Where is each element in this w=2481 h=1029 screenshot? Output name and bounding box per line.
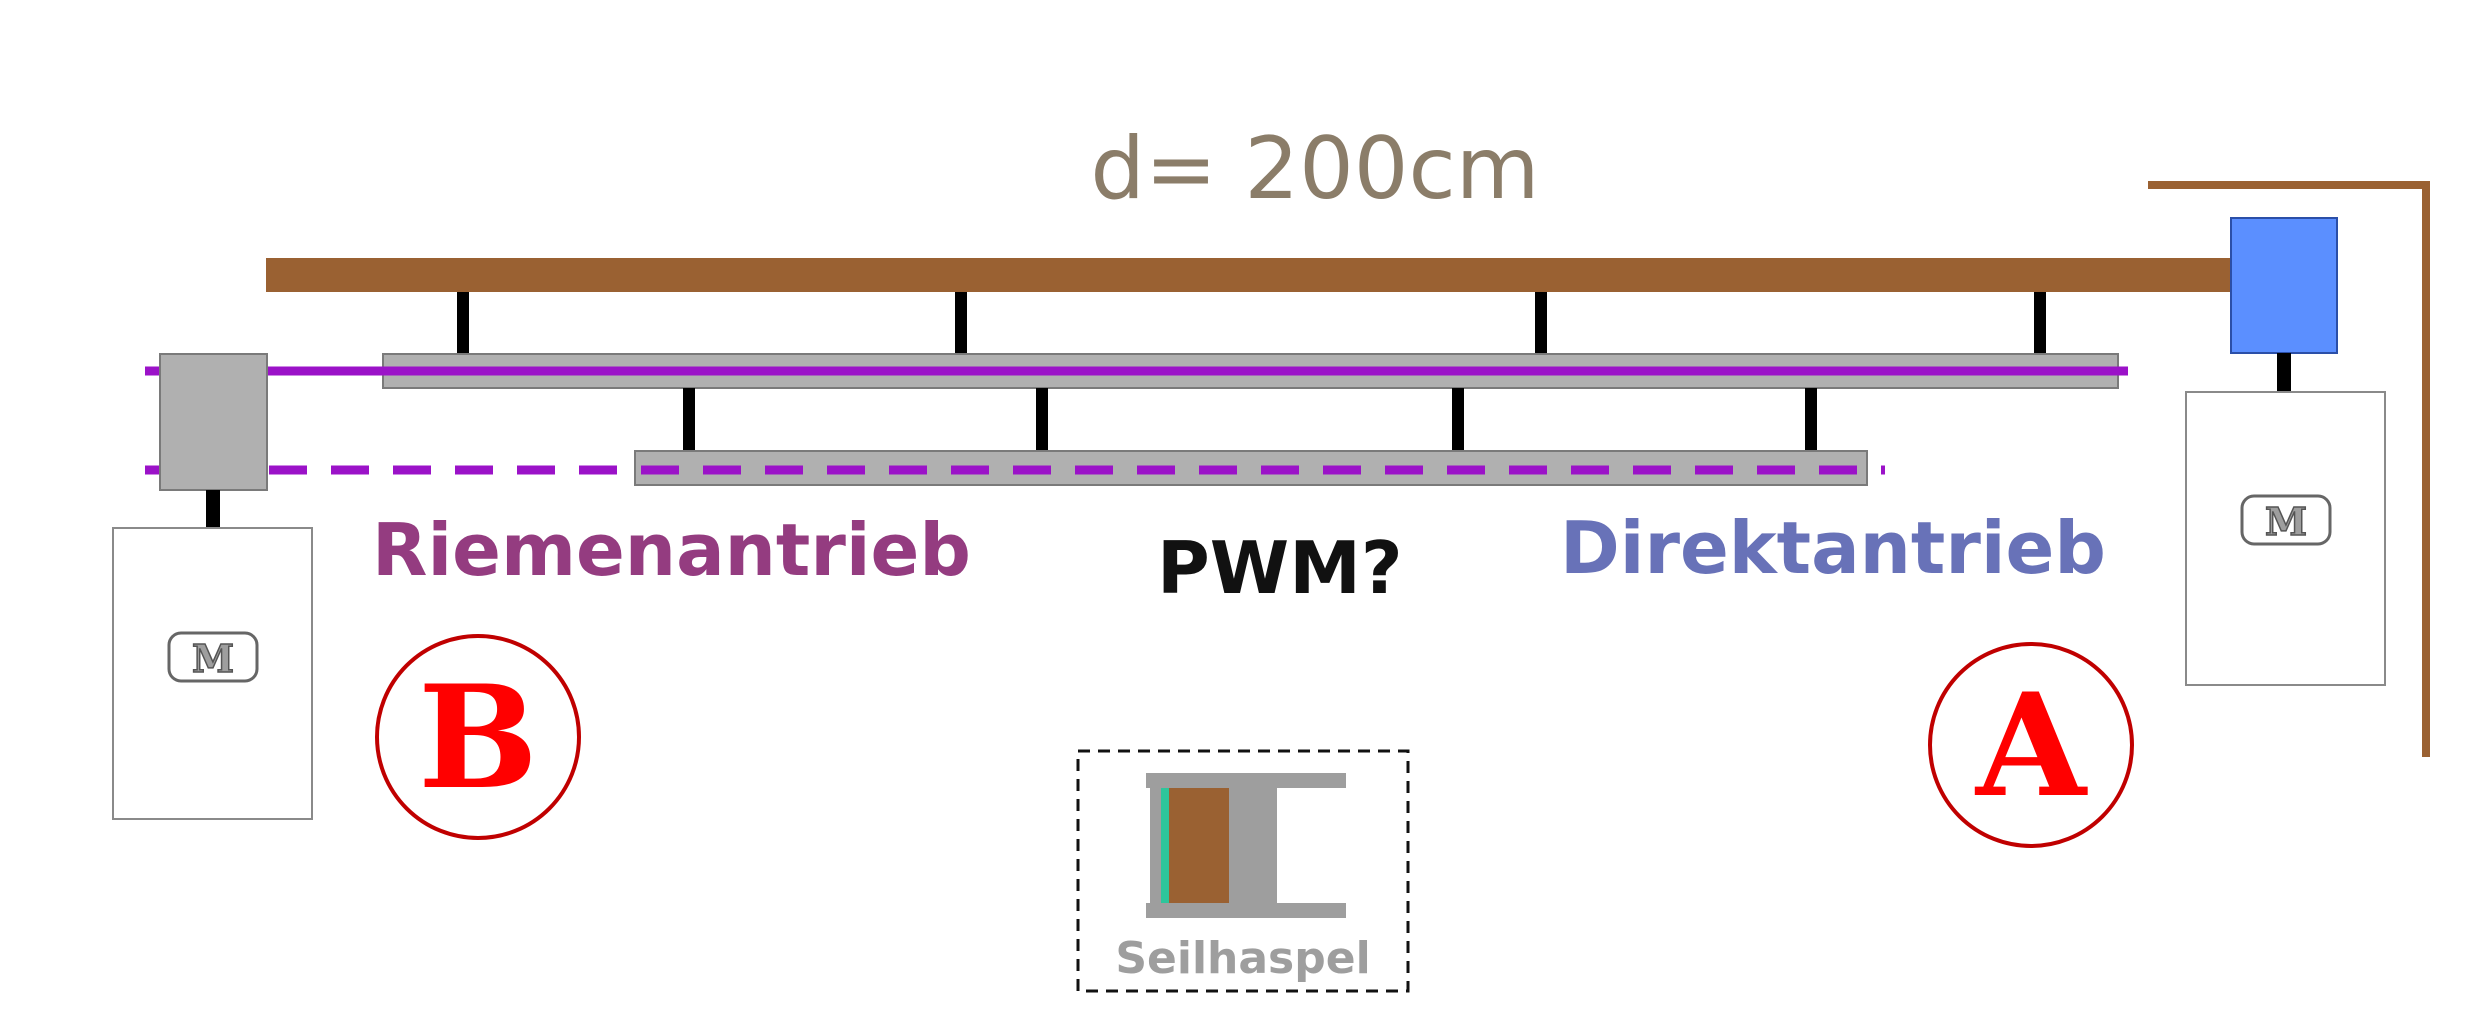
direct-drive-motor <box>2230 217 2338 354</box>
variant-b-circle <box>375 634 581 840</box>
right-motor-badge <box>2240 494 2332 546</box>
left-motor-shaft <box>206 490 220 528</box>
right-motor-shaft <box>2277 353 2291 392</box>
reel-top-flange <box>1146 773 1346 788</box>
lower-slide-bar <box>634 450 1868 486</box>
variant-b-label: B <box>418 655 538 821</box>
belt-drive-label: Riemenantrieb <box>372 508 971 592</box>
reel-core <box>1229 788 1277 903</box>
upper-supports <box>457 292 2046 354</box>
cable-reel-legend: Seilhaspel <box>1076 749 1410 993</box>
wood-rail <box>266 258 2244 292</box>
left-motor-badge <box>167 631 259 683</box>
wall-bracket <box>2148 181 2430 757</box>
variant-a-label: A <box>1974 663 2088 829</box>
pulley-block <box>159 353 268 491</box>
pwm-label: PWM? <box>1157 526 1403 610</box>
reel-left-cap <box>1150 788 1161 903</box>
lower-supports <box>683 388 1817 450</box>
right-motor-symbol: M <box>2265 499 2307 544</box>
reel-bottom-flange <box>1146 903 1346 918</box>
reel-wound-cable <box>1169 788 1229 903</box>
distance-label: d= 200cm <box>1090 119 1539 219</box>
direct-drive-label: Direktantrieb <box>1560 506 2106 590</box>
reel-cable-edge <box>1161 788 1169 903</box>
variant-a-circle <box>1928 642 2134 848</box>
cable-reel-label: Seilhaspel <box>1115 933 1370 984</box>
left-motor-symbol: M <box>192 636 234 681</box>
